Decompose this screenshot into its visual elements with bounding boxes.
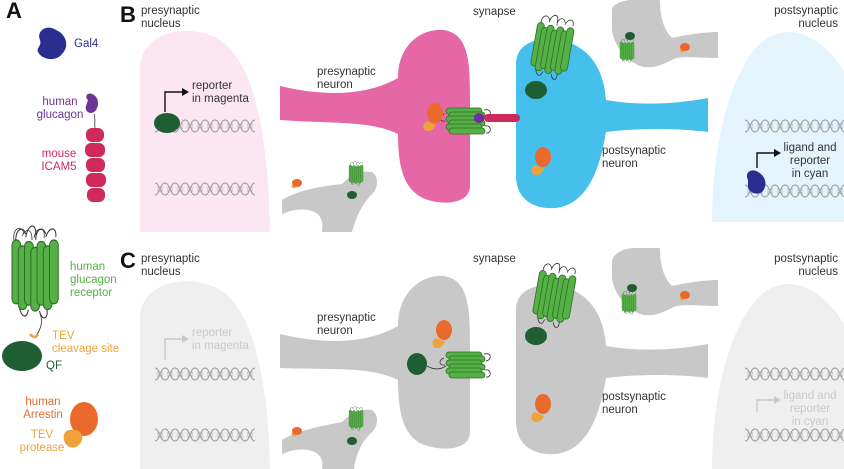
b-neurite-bottom: [282, 171, 378, 232]
b-reporter-arrow: [164, 91, 182, 112]
b-presynaptic-neuron: [280, 29, 470, 203]
legend-gal4-shape: [37, 27, 67, 60]
b-synapse-label: synapse: [473, 6, 516, 18]
c-presynaptic-neuron: [280, 275, 470, 449]
legend-arrestin-shape: [70, 402, 98, 436]
b-icam5-bridge: [484, 114, 520, 122]
scene-b: [140, 0, 844, 233]
panel-label-c: C: [120, 248, 136, 273]
panel-label-a: A: [6, 0, 22, 23]
b-qf-on-dna: [154, 113, 180, 133]
b-neurite-top: [612, 0, 718, 68]
legend-glucagon-shape: [85, 93, 99, 129]
c-presynaptic-nucleus: [140, 281, 270, 469]
c-postsynaptic-neuron: [516, 284, 708, 455]
legend-receptor-shape: [11, 225, 59, 337]
c-ligand-reporter-arrow: [756, 399, 774, 412]
b-gal4-on-dna: [746, 170, 766, 194]
legend-protease-shape: [63, 429, 83, 448]
c-neurite-top: [612, 248, 718, 316]
c-reporter-arrow: [164, 338, 182, 360]
legend-gal4-label: Gal4: [74, 38, 99, 50]
b-presynaptic-nucleus: [140, 30, 270, 233]
b-postsynaptic-neuron: [516, 38, 708, 209]
c-synapse-receptor: [439, 351, 491, 379]
b-ligand-reporter-arrow: [756, 152, 774, 168]
b-qf-presyn: [525, 81, 547, 99]
legend-qf-label: QF: [46, 360, 62, 372]
b-glucagon-on-receptor: [474, 113, 485, 123]
scene-c: [140, 248, 844, 469]
c-synapse-label: synapse: [473, 253, 516, 265]
panel-label-b: B: [120, 2, 136, 27]
legend-icam5-shape: [85, 128, 106, 202]
c-qf-postsyn: [525, 327, 547, 345]
legend-tev-site-shape: [29, 333, 40, 339]
c-qf-presyn: [407, 353, 427, 375]
legend-qf-shape: [2, 341, 42, 371]
